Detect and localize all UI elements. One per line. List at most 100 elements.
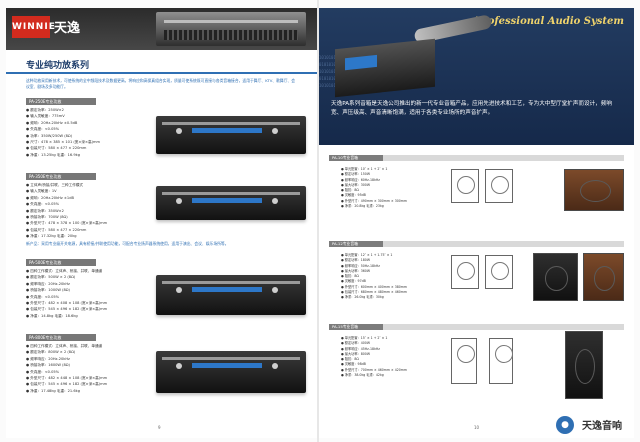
product-2-spec: ● 外型尺寸：478 × 378 × 100 (宽×深×高)mm xyxy=(26,221,108,226)
product-4-spec: ● 桥接功率：1600W (8Ω) xyxy=(26,363,70,368)
section-divider xyxy=(6,72,317,74)
speaker-3-spec: ● 外型尺寸：700mm × 460mm × 420mm xyxy=(341,367,408,372)
speaker-3-front-drawing xyxy=(451,338,477,384)
product-3-spec: ● 四种工作模式：立体声、桥接、并联、单通道 xyxy=(26,269,103,273)
speaker-1-spec: ● 阻抗：8Ω xyxy=(341,188,359,193)
amp-knob xyxy=(176,128,182,134)
speaker-1-specs: ● 单元配置：10″ × 1 + 2″ × 1 ● 额定功率：150W ● 频率… xyxy=(341,167,437,209)
speaker-3-spec: ● 单元配置：15″ × 1 + 2″ × 1 xyxy=(341,336,388,340)
speaker-3-photo xyxy=(565,331,603,399)
hero-banner: 10101010101010101010101010101010 0101010… xyxy=(319,8,634,145)
product-1-spec: ● 净重：13.25kg 毛重：16.9kg xyxy=(26,152,80,157)
speaker-2-spec: ● 包装尺寸：680mm × 480mm × 460mm xyxy=(341,290,408,295)
speaker-3-title-bar: PA-15专业音箱 xyxy=(329,324,624,330)
product-2-spec: ● 净重：17.32kg 毛重：20kg xyxy=(26,234,77,239)
product-3-spec: ● 频率响应：20Hz-20kHz xyxy=(26,281,70,286)
speaker-2-spec: ● 最大功率：360W xyxy=(341,268,370,273)
amp-front-panel xyxy=(162,122,300,125)
product-2-note: 新产品：采用专业级开关电源，具有桥接/并联使用功能，可配合专业扬声器系统使用，适… xyxy=(26,241,229,246)
brand-header: WINNIE 天逸 xyxy=(6,8,317,50)
amp-knob xyxy=(272,128,278,134)
product-2-image xyxy=(156,186,306,220)
speaker-2-spec: ● 阻抗：8Ω xyxy=(341,274,359,279)
product-4-specs: ● 四种工作模式：立体声、桥接、并联、单通道 ● 额定功率：800W × 2 (… xyxy=(26,343,136,394)
speaker-2-photo-dark xyxy=(533,253,578,301)
hero-description: 天逸PA系列音箱是天逸公司推出的新一代专业音箱产品，应用先进技术和工艺，专为大中… xyxy=(331,101,612,116)
speaker-1-spec: ● 灵敏度：95dB xyxy=(341,193,366,198)
product-3-spec: ● 包装尺寸：545 × 496 × 182 (宽×深×高)mm xyxy=(26,307,108,312)
speaker-3-spec: ● 灵敏度：98dB xyxy=(341,362,366,367)
speaker-2-spec: ● 净重：26.0kg 毛重：30kg xyxy=(341,295,384,300)
speaker-1-spec: ● 外型尺寸：490mm × 300mm × 300mm xyxy=(341,198,408,203)
product-1-title: PA-250E专业功放 xyxy=(26,98,96,105)
product-3-specs: ● 四种工作模式：立体声、桥接、并联、单通道 ● 额定功率：500W × 2 (… xyxy=(26,268,136,319)
product-2-title: PA-350E专业功放 xyxy=(26,173,96,180)
speaker-2-spec: ● 单元配置：12″ × 1 + 1.75″ × 1 xyxy=(341,253,393,257)
speaker-1-spec: ● 频率响应：60Hz-18kHz xyxy=(341,177,380,182)
product-4-spec: ● 外型尺寸：482 × 448 × 108 (宽×深×高)mm xyxy=(26,376,108,381)
product-3-title: PA-500E专业功放 xyxy=(26,259,96,266)
speaker-1-spec: ● 净重：20.8kg 毛重：23kg xyxy=(341,204,384,209)
speaker-2-side-drawing xyxy=(485,255,513,289)
product-1-spec: ● 尺寸：478 × 385 × 101 (宽×深×高)mm xyxy=(26,140,100,145)
speaker-2-photo-wood xyxy=(583,253,624,301)
speaker-3-spec: ● 净重：38.0kg 毛重：42kg xyxy=(341,373,384,378)
product-3-spec: ● 外型尺寸：482 × 408 × 108 (宽×深×高)mm xyxy=(26,301,108,306)
product-3-image xyxy=(156,275,306,315)
speaker-products: PA-10专业音箱 ● 单元配置：10″ × 1 + 2″ × 1 ● 额定功率… xyxy=(319,145,634,438)
speaker-1-photo xyxy=(564,169,624,211)
product-1-spec: ● 功率：350W/250W (8Ω) xyxy=(26,133,73,138)
brand-logo: WINNIE xyxy=(12,16,55,38)
speaker-3-side-drawing xyxy=(489,338,513,384)
product-4-spec: ● 失真度：<0.05% xyxy=(26,369,60,374)
speaker-1-spec: ● 单元配置：10″ × 1 + 2″ × 1 xyxy=(341,167,388,171)
product-1-spec: ● 失真度：<0.05% xyxy=(26,127,60,132)
amp-knob xyxy=(272,287,278,293)
product-2-spec: ● 额定功率：350W×2 xyxy=(26,208,64,213)
product-2-spec: ● 输入灵敏度：1V xyxy=(26,189,57,194)
speaker-2-spec: ● 灵敏度：97dB xyxy=(341,279,366,284)
speaker-1-side-drawing xyxy=(485,169,513,203)
speaker-1-spec: ● 额定功率：150W xyxy=(341,172,370,177)
wechat-icon: ● xyxy=(556,416,574,434)
amp-front-panel xyxy=(162,281,300,284)
product-4-spec: ● 频率响应：20Hz-20kHz xyxy=(26,356,70,361)
product-1-spec: ● 额定功率：250W×2 xyxy=(26,108,64,112)
speaker-3-spec: ● 额定功率：400W xyxy=(341,341,370,346)
left-page-number: 9 xyxy=(158,425,161,430)
amp-knob xyxy=(176,287,182,293)
amp-meter xyxy=(192,287,262,292)
product-3-spec: ● 额定功率：500W × 2 (8Ω) xyxy=(26,275,76,280)
product-4-title: PA-800E专业功放 xyxy=(26,334,96,341)
page-fold xyxy=(317,0,319,442)
speaker-2-spec: ● 频率响应：50Hz-18kHz xyxy=(341,263,380,268)
right-page: 10101010101010101010101010101010 0101010… xyxy=(319,8,634,438)
speaker-2-front-drawing xyxy=(451,255,479,289)
speaker-2-title-bar: PA-12专业音箱 xyxy=(329,241,624,247)
speaker-3-title: PA-15专业音箱 xyxy=(329,324,383,330)
product-2-spec: ● 频响：20Hz-20kHz ±1dB xyxy=(26,195,74,200)
speaker-3-spec: ● 频率响应：45Hz-18kHz xyxy=(341,346,380,351)
product-1-image xyxy=(156,116,306,154)
intro-text: 这种功放采用新技术，可使系统的全中频段技术及数据更高，将响应和高保真组合实现，质… xyxy=(26,78,296,89)
amp-front-panel xyxy=(162,192,300,195)
speaker-3-spec: ● 阻抗：8Ω xyxy=(341,357,359,362)
speaker-2-title: PA-12专业音箱 xyxy=(329,241,383,247)
hero-title: Professional Audio System xyxy=(474,16,624,27)
speaker-3-specs: ● 单元配置：15″ × 1 + 2″ × 1 ● 额定功率：400W ● 频率… xyxy=(341,336,437,378)
product-4-spec: ● 包装尺寸：545 × 496 × 182 (宽×深×高)mm xyxy=(26,382,108,387)
product-2-specs: ● 立体声/桥接/并联，三种工作模式 ● 输入灵敏度：1V ● 频响：20Hz-… xyxy=(26,182,136,240)
amp-knob xyxy=(272,198,278,204)
amp-knob xyxy=(176,198,182,204)
product-2-spec: ● 桥接功率：700W (8Ω) xyxy=(26,215,68,220)
amp-knob xyxy=(272,363,278,369)
amp-front-panel xyxy=(162,357,300,360)
left-page: WINNIE 天逸 专业纯功放系列 这种功放采用新技术，可使系统的全中频段技术及… xyxy=(6,8,317,438)
product-3-spec: ● 净重：14.8kg 毛重：18.6kg xyxy=(26,313,78,318)
product-3-spec: ● 失真度：<0.05% xyxy=(26,294,60,299)
section-title: 专业纯功放系列 xyxy=(26,61,90,71)
product-4-image xyxy=(156,351,306,393)
product-2-spec: ● 失真度：<0.05% xyxy=(26,202,60,207)
product-2-spec: ● 包装尺寸：580 × 477 × 220mm xyxy=(26,227,87,232)
product-4-spec: ● 额定功率：800W × 2 (8Ω) xyxy=(26,350,76,355)
